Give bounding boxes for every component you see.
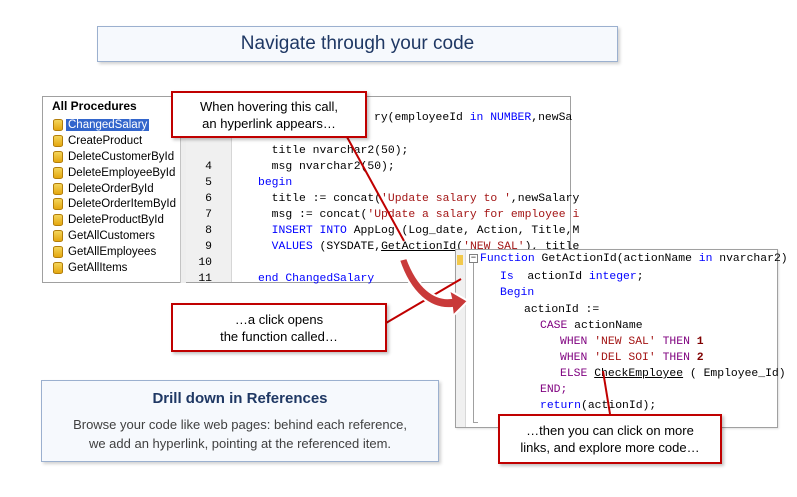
hover-callout-line2: an hyperlink appears… <box>202 115 336 131</box>
stored-procedure-icon <box>53 214 63 227</box>
procedure-item-deleteproductbyid[interactable]: DeleteProductById <box>51 212 181 228</box>
procedure-label: DeleteCustomerById <box>68 150 175 163</box>
procedures-list: ChangedSalary CreateProduct DeleteCustom… <box>51 117 181 276</box>
func-line: Function GetActionId(actionName in nvarc… <box>480 253 788 265</box>
stored-procedure-icon <box>53 118 63 131</box>
stored-procedure-icon <box>53 230 63 243</box>
procedure-item-getallemployees[interactable]: GetAllEmployees <box>51 244 181 260</box>
procedure-item-getallitems[interactable]: GetAllItems <box>51 260 181 276</box>
procedures-panel: All Procedures ChangedSalary CreateProdu… <box>42 96 182 283</box>
click-callout-line2: the function called… <box>220 328 338 344</box>
func-line: END; <box>540 384 568 396</box>
page-title: Navigate through your code <box>240 33 475 54</box>
hover-callout-line1: When hovering this call, <box>199 98 338 114</box>
outline-guide-end <box>473 422 478 423</box>
bookmark-marker-icon <box>457 255 463 265</box>
drill-down-title: Drill down in References <box>152 390 328 407</box>
func-line: return(actionId); <box>540 400 657 412</box>
func-line: Begin <box>500 287 535 299</box>
drill-down-body: Browse your code like web pages: behind … <box>42 415 438 453</box>
outline-guide <box>473 263 474 423</box>
procedure-item-changedsalary[interactable]: ChangedSalary <box>51 117 181 133</box>
drill-down-line2: we add an hyperlink, pointing at the ref… <box>88 436 392 451</box>
stored-procedure-icon <box>53 182 63 195</box>
code-line: 4 msg nvarchar2(50); <box>205 161 395 173</box>
drill-down-panel: Drill down in References Browse your cod… <box>41 380 439 462</box>
procedure-item-deleteemployeebyid[interactable]: DeleteEmployeeById <box>51 165 181 181</box>
stored-procedure-icon <box>53 198 63 211</box>
function-gutter <box>456 250 466 427</box>
procedure-label: DeleteProductById <box>68 214 164 227</box>
procedure-item-deletecustomerbyid[interactable]: DeleteCustomerById <box>51 149 181 165</box>
code-line: 6 title := concat('Update salary to ',ne… <box>205 193 580 205</box>
procedure-label: GetAllEmployees <box>68 246 157 259</box>
collapse-toggle-icon[interactable]: − <box>469 253 478 263</box>
code-line: 10 <box>198 257 212 269</box>
func-line: WHEN 'NEW SAL' THEN 1 <box>560 336 704 348</box>
procedure-label: DeleteOrderById <box>68 182 154 195</box>
procedure-label: CreateProduct <box>68 134 143 147</box>
checkemployee-hyperlink[interactable]: CheckEmployee <box>594 368 684 380</box>
more-callout-line2: links, and explore more code… <box>520 440 700 455</box>
procedure-label: GetAllItems <box>68 261 128 274</box>
callout-pointer-click <box>385 278 462 324</box>
func-line: WHEN 'DEL SOI' THEN 2 <box>560 352 704 364</box>
code-line: 9 VALUES (SYSDATE,GetActionId('NEW SAL')… <box>205 241 580 253</box>
stored-procedure-icon <box>53 166 63 179</box>
procedures-header: All Procedures <box>52 99 137 113</box>
stored-procedure-icon <box>53 246 63 259</box>
procedure-label: ChangedSalary <box>66 118 150 131</box>
page-title-box: Navigate through your code <box>97 26 618 62</box>
code-line: 8 INSERT INTO AppLog (Log_date, Action, … <box>205 225 580 237</box>
procedure-item-getallcustomers[interactable]: GetAllCustomers <box>51 228 181 244</box>
function-editor[interactable]: − Function GetActionId(actionName in nva… <box>455 249 788 428</box>
panel-splitter[interactable] <box>180 96 186 283</box>
procedure-item-deleteorderbyid[interactable]: DeleteOrderById <box>51 181 181 197</box>
procedure-label: GetAllCustomers <box>68 230 155 243</box>
drill-down-line1: Browse your code like web pages: behind … <box>73 417 407 432</box>
func-line: CASE actionName <box>540 320 643 332</box>
code-line: 7 msg := concat('Update a salary for emp… <box>205 209 580 221</box>
procedure-item-deleteorderitembyid[interactable]: DeleteOrderItemById <box>51 196 181 212</box>
func-line: Is actionId integer; <box>500 271 644 283</box>
procedure-label: DeleteEmployeeById <box>68 166 176 179</box>
more-links-callout: …then you can click on more links, and e… <box>498 414 722 464</box>
stored-procedure-icon <box>53 134 63 147</box>
hover-callout: When hovering this call, an hyperlink ap… <box>171 91 367 138</box>
click-callout-line1: …a click opens <box>234 311 324 327</box>
func-line: ELSE CheckEmployee ( Employee_Id) <box>560 368 786 380</box>
stored-procedure-icon <box>53 261 63 274</box>
code-line: ry(employeeId in NUMBER,newSa <box>374 112 573 124</box>
more-callout-line1: …then you can click on more <box>526 423 694 438</box>
getactionid-hyperlink[interactable]: GetActionId <box>381 241 457 253</box>
func-line: actionId := <box>524 304 600 316</box>
click-callout: …a click opens the function called… <box>171 303 387 352</box>
stored-procedure-icon <box>53 150 63 163</box>
procedure-label: DeleteOrderItemById <box>68 198 177 211</box>
procedure-item-createproduct[interactable]: CreateProduct <box>51 133 181 149</box>
